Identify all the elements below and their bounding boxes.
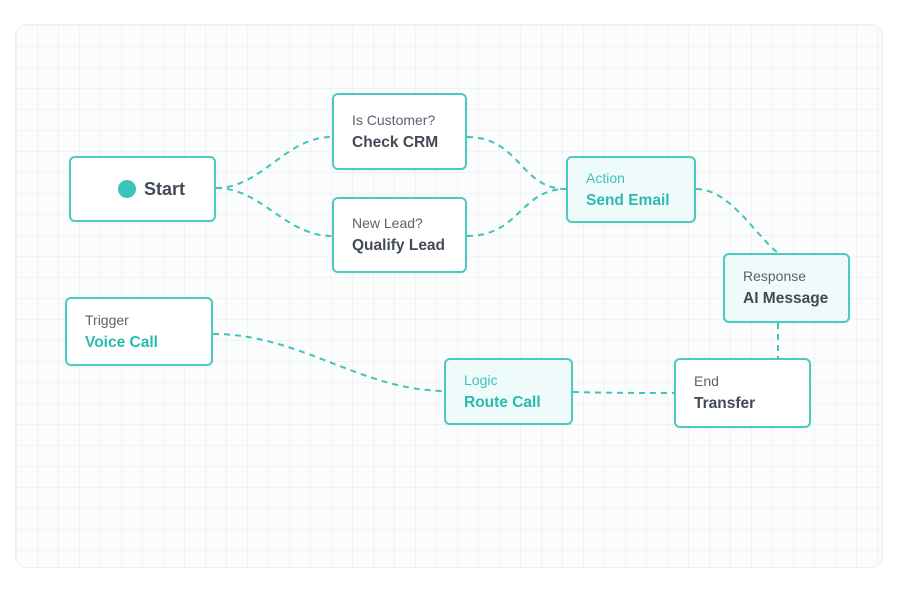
node-kind: Response (743, 268, 807, 284)
edge-send-email-to-ai-message (695, 188, 779, 254)
node-title: AI Message (743, 290, 829, 307)
edge-start-to-check-crm (215, 136, 333, 189)
edge-voice-call-to-route-call (212, 333, 445, 392)
node-title: Check CRM (352, 133, 439, 151)
node-transfer[interactable]: End Transfer (674, 358, 811, 428)
node-title: Route Call (464, 393, 541, 411)
node-title: Send Email (586, 191, 670, 209)
node-voice-call[interactable]: Trigger Voice Call (65, 297, 213, 366)
node-qualify-lead[interactable]: New Lead? Qualify Lead (332, 197, 467, 273)
node-start[interactable]: Start (69, 156, 216, 222)
node-title: Voice Call (85, 333, 158, 351)
edge-qualify-lead-to-send-email (466, 188, 567, 237)
start-dot-icon (117, 180, 136, 198)
node-kind: Trigger (85, 311, 129, 328)
node-kind: Action (586, 169, 625, 186)
node-title: Transfer (694, 395, 756, 412)
node-route-call[interactable]: Logic Route Call (444, 358, 573, 425)
node-kind: New Lead? (352, 215, 423, 231)
node-kind: Is Customer? (352, 111, 436, 128)
edge-check-crm-to-send-email (466, 136, 567, 190)
node-title: Start (143, 179, 185, 199)
node-kind: End (694, 373, 719, 389)
node-kind: Logic (464, 371, 498, 388)
node-send-email[interactable]: Action Send Email (566, 156, 696, 223)
edge-start-to-qualify-lead (215, 187, 333, 237)
edge-route-call-to-transfer (572, 391, 675, 394)
node-check-crm[interactable]: Is Customer? Check CRM (332, 93, 467, 170)
node-ai-message[interactable]: Response AI Message (723, 253, 850, 323)
node-title: Qualify Lead (352, 237, 446, 254)
